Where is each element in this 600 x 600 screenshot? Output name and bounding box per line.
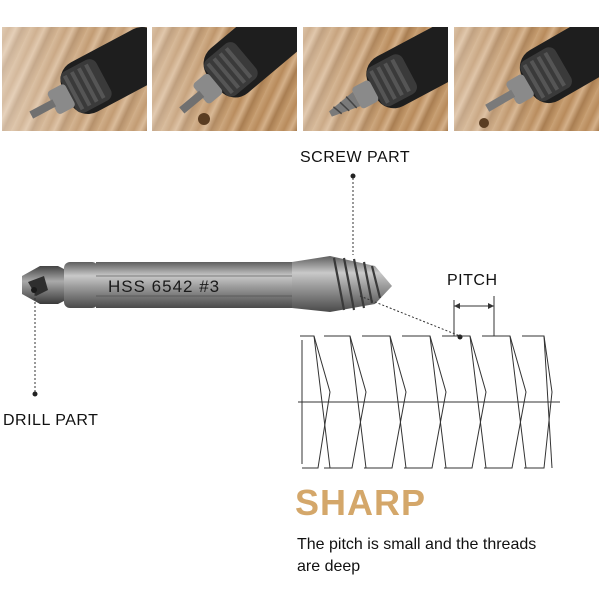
photo-step-2 [152, 27, 297, 131]
drill-illustration-4 [479, 27, 599, 128]
photo-step-4 [454, 27, 599, 131]
photo-step-1 [2, 27, 147, 131]
thread-profile [298, 335, 560, 469]
bit-engraving: HSS 6542 #3 [108, 277, 220, 296]
drill-illustration-3 [329, 27, 448, 117]
screw-section [292, 256, 392, 312]
description: The pitch is small and the threads are d… [297, 536, 537, 575]
extractor-bit [22, 256, 392, 312]
hex-shank [96, 262, 292, 308]
pitch-dimension [453, 296, 495, 336]
drill-part-label: DRILL PART [3, 412, 99, 429]
headline: SHARP [295, 482, 427, 523]
pitch-label: PITCH [447, 272, 498, 289]
photo-step-3 [303, 27, 448, 131]
drill-illustration-2 [179, 27, 297, 125]
drill-illustration-1 [2, 27, 147, 131]
collar [64, 262, 98, 308]
thread-leader [359, 295, 461, 337]
screw-part-label: SCREW PART [300, 149, 411, 166]
